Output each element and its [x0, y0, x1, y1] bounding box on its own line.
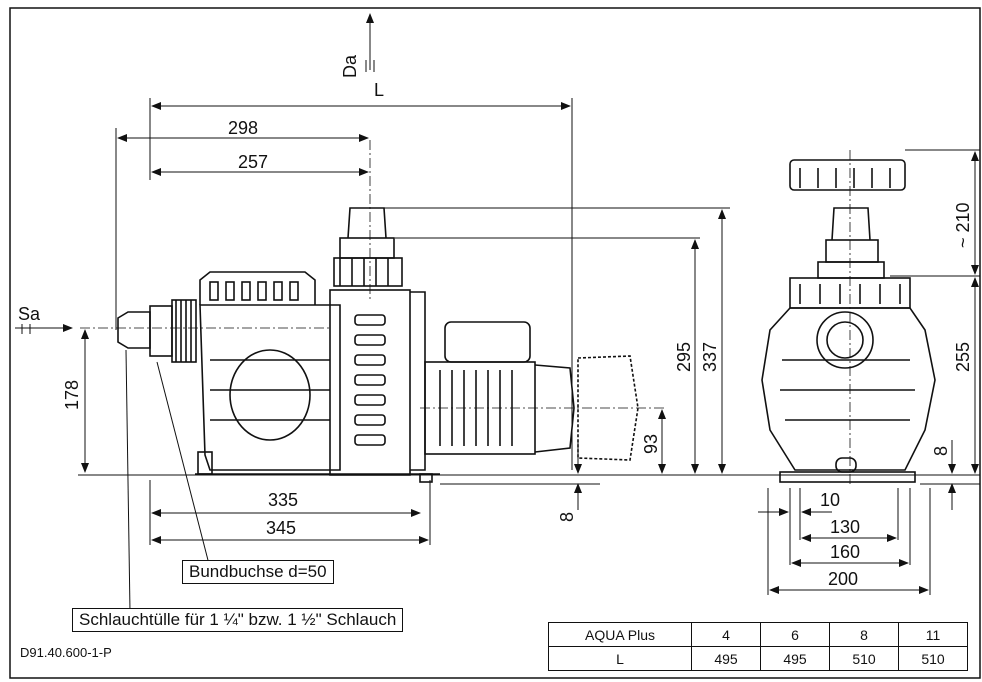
dim-160: 160: [830, 542, 860, 562]
dim-8-front: 8: [931, 446, 951, 456]
drawing-number: D91.40.600-1-P: [20, 645, 112, 660]
dim-295: 295: [674, 342, 694, 372]
pump-side-view: [117, 207, 639, 483]
table-cell: 6: [760, 622, 830, 647]
pump-front-view: [761, 159, 936, 483]
table-row-label: L: [548, 646, 692, 671]
hose-tail-label: Schlauchtülle für 1 ¼" bzw. 1 ½" Schlauc…: [72, 608, 404, 632]
dim-210: ~ 210: [953, 202, 973, 248]
dim-93: 93: [641, 434, 661, 454]
outlet-label: Da: [340, 54, 360, 78]
table-cell: 495: [691, 646, 761, 671]
table-cell: 8: [829, 622, 899, 647]
collar-bushing-label: Bundbuchse d=50: [182, 560, 334, 584]
table-cell: 11: [898, 622, 968, 647]
dim-335: 335: [268, 490, 298, 510]
table-cell: 510: [829, 646, 899, 671]
dim-255: 255: [953, 342, 973, 372]
dim-257: 257: [238, 152, 268, 172]
inlet-label: Sa: [18, 304, 41, 324]
dim-345: 345: [266, 518, 296, 538]
table-cell: 4: [691, 622, 761, 647]
table-row: AQUA Plus 4 6 8 11: [548, 622, 968, 647]
dim-200: 200: [828, 569, 858, 589]
table-cell: 510: [898, 646, 968, 671]
dim-10: 10: [820, 490, 840, 510]
table-header-label: AQUA Plus: [548, 622, 692, 647]
model-length-table: AQUA Plus 4 6 8 11 L 495 495 510 510: [548, 622, 968, 671]
dim-130: 130: [830, 517, 860, 537]
table-cell: 495: [760, 646, 830, 671]
dim-178: 178: [62, 380, 82, 410]
length-label: L: [374, 80, 384, 100]
dim-298: 298: [228, 118, 258, 138]
dim-8-side: 8: [557, 512, 577, 522]
dim-337: 337: [700, 342, 720, 372]
table-row: L 495 495 510 510: [548, 646, 968, 671]
